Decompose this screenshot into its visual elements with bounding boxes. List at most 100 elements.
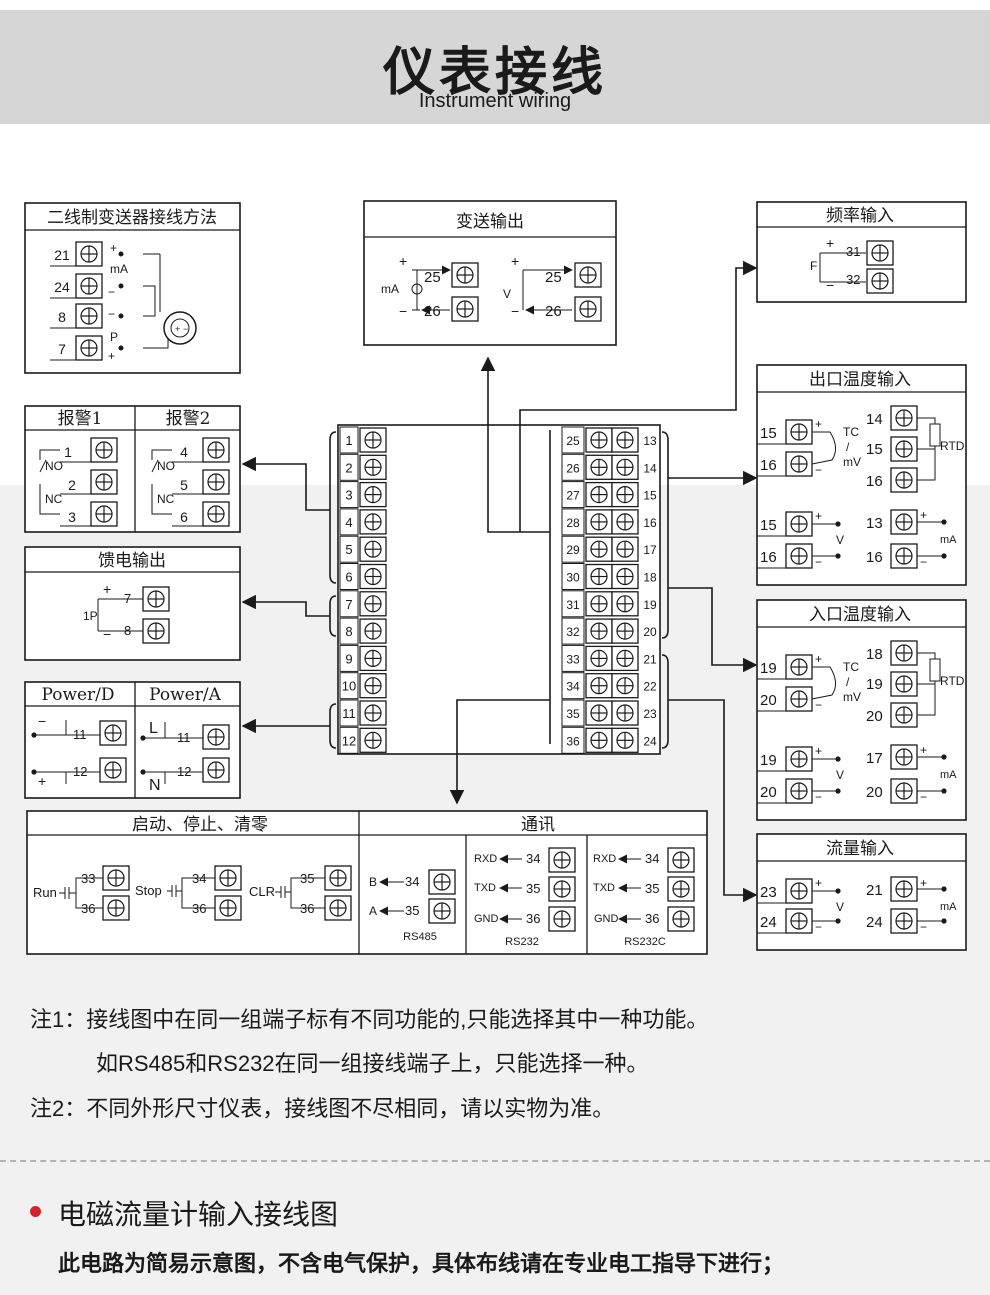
terminal-number: 11 bbox=[342, 706, 356, 721]
svg-text:2: 2 bbox=[68, 477, 76, 493]
terminal-number: 9 bbox=[345, 651, 352, 666]
svg-text:mA: mA bbox=[940, 769, 957, 781]
terminal-number: 23 bbox=[643, 707, 657, 721]
svg-text:13: 13 bbox=[866, 515, 883, 532]
screw-terminal bbox=[585, 427, 613, 453]
terminal-number-cell bbox=[339, 481, 359, 509]
terminal-number: 33 bbox=[566, 652, 580, 666]
screw-terminal bbox=[611, 591, 639, 617]
terminal-number: 27 bbox=[566, 489, 580, 503]
terminal-number-cell bbox=[561, 672, 585, 700]
svg-text:+: + bbox=[920, 876, 927, 890]
terminal-number: 34 bbox=[566, 680, 580, 694]
svg-text:A: A bbox=[369, 904, 377, 918]
panel-transmit-output: 变送输出 mA + − 25 26 V + − 25 26 bbox=[363, 200, 617, 346]
panel-inlet-temperature: 入口温度输入 19 20 + − TC / mV 18 19 20 RTD 19… bbox=[756, 599, 967, 821]
svg-text:25: 25 bbox=[545, 269, 562, 286]
svg-text:−: − bbox=[920, 920, 927, 934]
svg-text:34: 34 bbox=[645, 851, 659, 866]
svg-text:1P: 1P bbox=[83, 609, 98, 623]
svg-text:35: 35 bbox=[526, 881, 540, 896]
svg-text:16: 16 bbox=[760, 549, 777, 566]
svg-text:+: + bbox=[108, 349, 115, 363]
note-2: 注2：不同外形尺寸仪表，接线图不尽相同，请以实物为准。 bbox=[30, 1096, 615, 1121]
screw-terminal bbox=[585, 673, 613, 699]
svg-text:31: 31 bbox=[846, 244, 860, 259]
svg-text:33: 33 bbox=[81, 871, 95, 886]
screw-terminal bbox=[359, 536, 387, 562]
terminal-number-cell bbox=[561, 590, 585, 618]
terminal-number-cell bbox=[339, 590, 359, 618]
svg-text:RTD: RTD bbox=[940, 439, 965, 453]
svg-text:20: 20 bbox=[866, 784, 883, 801]
terminal-label: 7 bbox=[58, 341, 66, 357]
svg-text:mA: mA bbox=[110, 262, 128, 276]
svg-text:RXD: RXD bbox=[474, 853, 497, 865]
terminal-number-cell bbox=[561, 508, 585, 536]
screw-terminal bbox=[75, 241, 103, 267]
svg-text:34: 34 bbox=[526, 851, 540, 866]
svg-text:NC: NC bbox=[45, 492, 63, 506]
svg-text:入口温度输入: 入口温度输入 bbox=[809, 605, 911, 625]
svg-text:TC: TC bbox=[843, 660, 859, 674]
svg-text:12: 12 bbox=[73, 764, 87, 779]
svg-text:频率输入: 频率输入 bbox=[826, 206, 894, 226]
terminal-number-cell bbox=[561, 644, 585, 672]
screw-terminal bbox=[611, 727, 639, 753]
svg-text:/: / bbox=[846, 675, 850, 689]
terminal-number: 24 bbox=[643, 734, 657, 748]
svg-text:变送输出: 变送输出 bbox=[456, 212, 524, 232]
svg-text:/: / bbox=[846, 440, 850, 454]
terminal-number-cell bbox=[561, 699, 585, 727]
svg-text:17: 17 bbox=[866, 750, 883, 767]
screw-terminal bbox=[611, 618, 639, 644]
svg-text:F: F bbox=[810, 259, 817, 273]
header-band bbox=[0, 10, 990, 124]
svg-text:NO: NO bbox=[157, 459, 175, 473]
svg-text:V: V bbox=[836, 900, 844, 914]
svg-text:−: − bbox=[108, 307, 115, 321]
screw-terminal bbox=[585, 591, 613, 617]
screw-terminal bbox=[359, 645, 387, 672]
terminal-number-cell bbox=[339, 508, 359, 536]
svg-text:11: 11 bbox=[177, 730, 191, 745]
screw-terminal bbox=[611, 454, 639, 480]
svg-text:P: P bbox=[110, 330, 118, 344]
terminal-number: 28 bbox=[566, 516, 580, 530]
terminal-number-cell bbox=[561, 535, 585, 563]
screw-terminal bbox=[75, 303, 103, 329]
terminal-number: 14 bbox=[643, 461, 657, 475]
page-subtitle: Instrument wiring bbox=[418, 90, 572, 112]
terminal-label: 8 bbox=[58, 309, 66, 325]
screw-terminal bbox=[585, 509, 613, 535]
terminal-number: 7 bbox=[345, 597, 352, 612]
panel-two-wire: 二线制变送器接线方法 21 24 8 7 + mA − − P + + − bbox=[24, 202, 241, 374]
panel-flow-input: 流量输入 23 24 + − V 21 24 + − mA bbox=[756, 833, 967, 951]
svg-text:15: 15 bbox=[866, 441, 883, 458]
screw-terminal bbox=[585, 536, 613, 562]
svg-text:TXD: TXD bbox=[593, 882, 615, 894]
terminal-number: 15 bbox=[643, 489, 657, 503]
svg-text:出口温度输入: 出口温度输入 bbox=[809, 370, 911, 390]
svg-text:mA: mA bbox=[381, 282, 399, 296]
svg-text:+: + bbox=[175, 324, 180, 334]
screw-terminal bbox=[359, 509, 387, 535]
svg-text:34: 34 bbox=[405, 874, 419, 889]
panel-power: Power/D Power/A − + 11 12 L N 11 12 bbox=[24, 681, 241, 799]
svg-text:+: + bbox=[511, 253, 519, 269]
panel-outlet-temperature: 出口温度输入 15 16 + − TC / mV 14 15 16 RTD 15… bbox=[756, 364, 967, 586]
screw-terminal bbox=[359, 427, 387, 453]
svg-text:20: 20 bbox=[866, 708, 883, 725]
terminal-number-cell bbox=[561, 563, 585, 590]
svg-text:CLR: CLR bbox=[249, 884, 275, 899]
terminal-label: 21 bbox=[54, 247, 70, 263]
terminal-number: 22 bbox=[643, 680, 657, 694]
terminal-number-cell bbox=[561, 726, 585, 754]
svg-text:−: − bbox=[815, 698, 822, 712]
terminal-number: 4 bbox=[345, 515, 352, 530]
terminal-number: 5 bbox=[345, 542, 352, 557]
svg-text:18: 18 bbox=[866, 646, 883, 663]
screw-terminal bbox=[359, 591, 387, 617]
svg-text:5: 5 bbox=[180, 477, 188, 493]
